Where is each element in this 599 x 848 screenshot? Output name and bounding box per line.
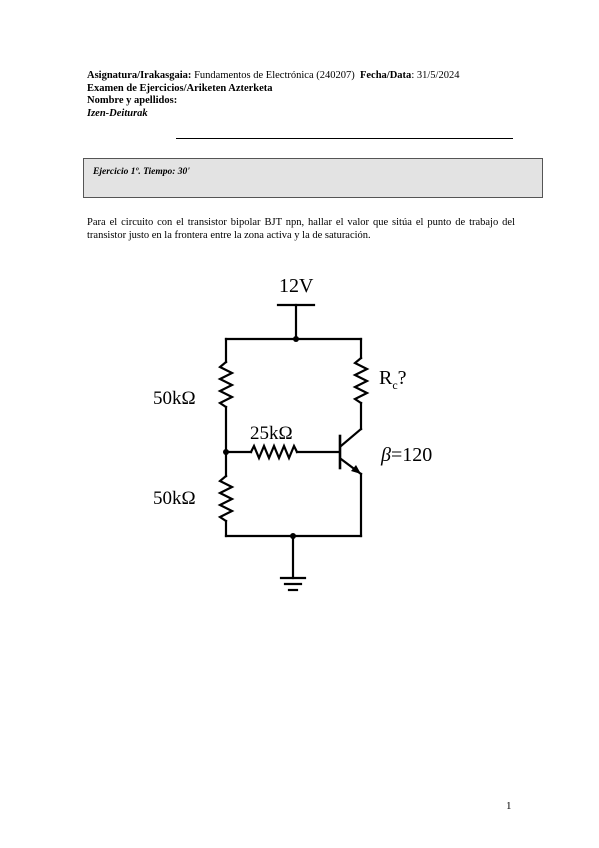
junction-top — [293, 336, 299, 342]
r-base-label: 25kΩ — [250, 423, 293, 444]
junction-base — [223, 449, 229, 455]
date-value: : 31/5/2024 — [411, 70, 460, 81]
problem-statement: Para el circuito con el transistor bipol… — [87, 217, 515, 241]
resistor-top-50k — [217, 360, 235, 409]
exam-title: Examen de Ejercicios/Ariketen Azterketa — [87, 82, 273, 94]
exercise-title: Ejercicio 1º. Tiempo: 30' — [93, 167, 190, 177]
resistor-base-25k — [249, 443, 299, 461]
junction-bottom — [290, 533, 296, 539]
r-top-label: 50kΩ — [153, 388, 196, 409]
exercise-title-box: Ejercicio 1º. Tiempo: 30' — [83, 158, 543, 198]
name-label: Nombre y apellidos: — [87, 95, 178, 107]
rc-label: Rc? — [379, 367, 407, 392]
r-bottom-label: 50kΩ — [153, 488, 196, 509]
name-label-eu: Izen-Deiturak — [87, 107, 148, 119]
transistor-collector-leg — [339, 427, 363, 448]
subject-row: Asignatura/Irakasgaia: Fundamentos de El… — [87, 70, 459, 83]
emitter-arrow-icon — [351, 465, 361, 474]
beta-label: β=120 — [380, 444, 432, 466]
name-underline — [176, 138, 513, 139]
resistor-bottom-50k — [217, 474, 235, 523]
resistor-rc — [352, 356, 370, 405]
supply-label: 12V — [279, 275, 314, 297]
exam-header: Asignatura/Irakasgaia: Fundamentos de El… — [87, 70, 459, 120]
subject-label: Asignatura/Irakasgaia: — [87, 70, 192, 81]
subject-value: Fundamentos de Electrónica (240207) — [194, 70, 355, 81]
date-label: Fecha/Data — [359, 70, 412, 81]
page-number: 1 — [506, 800, 512, 812]
